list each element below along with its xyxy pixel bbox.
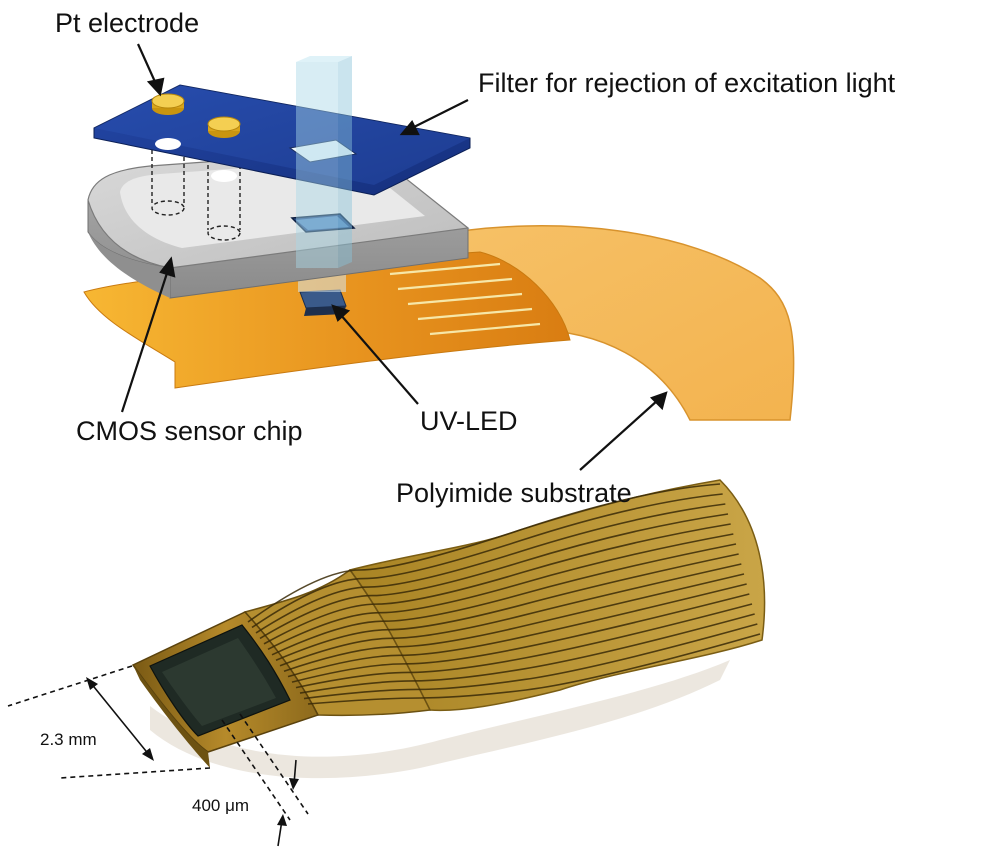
- pt-electrode-label: Pt electrode: [55, 8, 200, 38]
- width-dimension-label: 2.3 mm: [40, 730, 97, 749]
- flex-trace: [267, 533, 734, 651]
- flex-trace: [283, 573, 745, 672]
- cmos-sensor-chip-label: CMOS sensor chip: [76, 416, 303, 446]
- flex-trace: [291, 593, 750, 683]
- light-column: [296, 56, 352, 268]
- flex-trace: [295, 603, 753, 689]
- flex-trace: [287, 583, 747, 678]
- flex-trace: [299, 613, 755, 694]
- dimension-lines: [7, 665, 309, 821]
- leader-arrows: [120, 43, 668, 471]
- flex-trace: [275, 553, 739, 662]
- flex-trace: [251, 493, 723, 629]
- uv-led-label: UV-LED: [420, 406, 518, 436]
- filter-label: Filter for rejection of excitation light: [478, 68, 896, 98]
- flex-trace: [247, 483, 721, 623]
- dimension-arrowheads: [86, 677, 299, 847]
- device-photo: [131, 479, 766, 779]
- excitation-filter: [93, 84, 471, 196]
- pt-electrodes: [151, 93, 241, 138]
- flex-trace: [303, 623, 758, 700]
- thickness-dimension-label: 400 μm: [192, 796, 250, 815]
- flex-trace: [259, 513, 729, 640]
- polyimide-substrate-label: Polyimide substrate: [396, 478, 632, 508]
- flex-trace: [279, 563, 742, 667]
- substrate-traces: [389, 262, 541, 336]
- flex-trace: [271, 543, 737, 656]
- flex-trace: [307, 633, 761, 705]
- flex-trace: [255, 503, 726, 634]
- flex-trace: [263, 523, 731, 645]
